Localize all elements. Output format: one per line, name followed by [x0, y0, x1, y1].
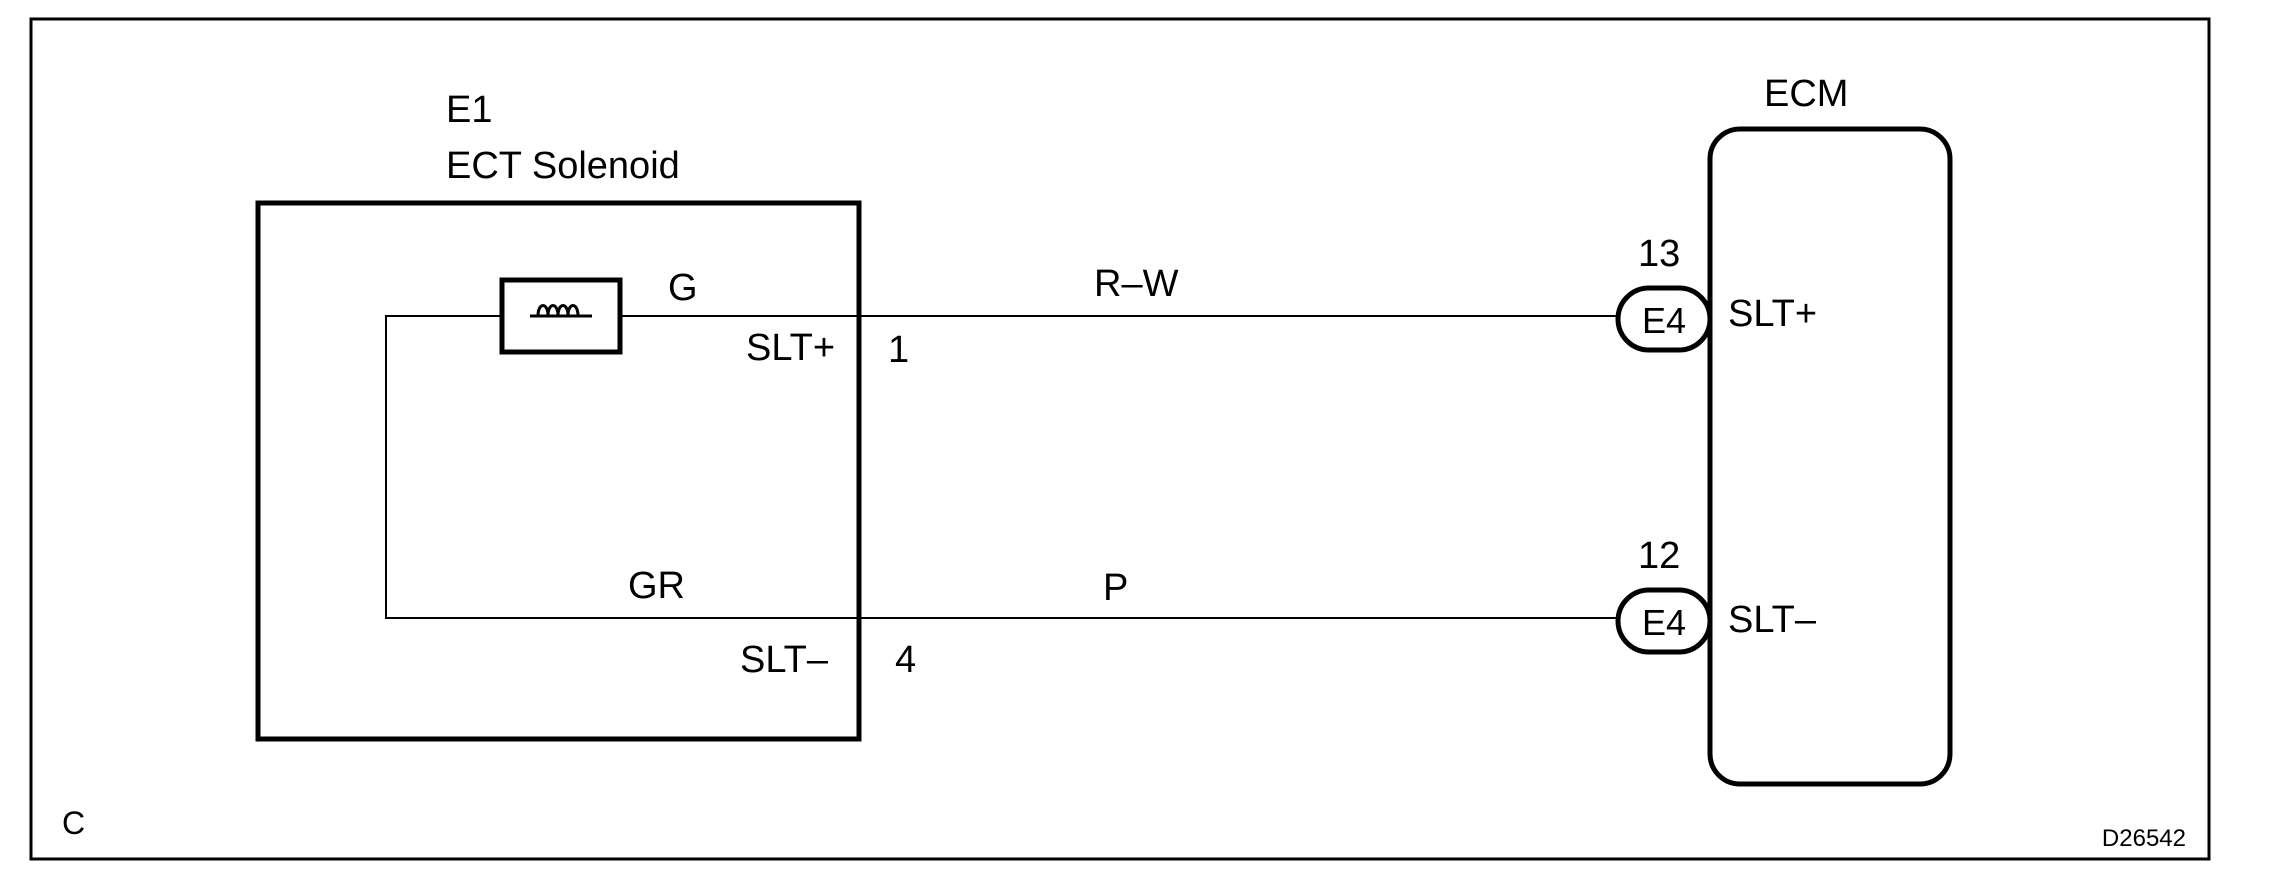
connector-e4-top	[1615, 285, 1713, 353]
connector-e4-top-label: E4	[1642, 300, 1686, 341]
ecm-pin-12: 12	[1638, 535, 1680, 577]
ecm-signal-slt-minus: SLT–	[1728, 599, 1817, 641]
pin-signal-slt-minus: SLT–	[740, 639, 829, 681]
internal-loop-wire	[385, 315, 858, 619]
inner-wire-bottom-label: GR	[628, 565, 685, 607]
wire-color-p: P	[1103, 567, 1128, 609]
ecm-body	[1707, 126, 1953, 787]
wire-color-r-w: R–W	[1094, 263, 1179, 305]
diagram-frame	[29, 17, 2211, 861]
coil-icon	[499, 277, 623, 355]
component-name: ECT Solenoid	[446, 145, 680, 187]
component-code: E1	[446, 89, 492, 131]
figure-id: D26542	[2102, 825, 2186, 852]
solenoid-body	[255, 200, 862, 742]
pin-number-1: 1	[888, 329, 909, 371]
connector-e4-bottom	[1615, 587, 1713, 655]
pin-number-4: 4	[895, 639, 916, 681]
ecm-signal-slt-plus: SLT+	[1728, 293, 1817, 335]
connector-e4-bottom-label: E4	[1642, 602, 1686, 643]
ecm-pin-13: 13	[1638, 233, 1680, 275]
pin-signal-slt-plus: SLT+	[746, 327, 835, 369]
corner-letter: C	[62, 805, 85, 841]
ecm-label: ECM	[1764, 73, 1848, 115]
inner-wire-top-label: G	[668, 267, 698, 309]
